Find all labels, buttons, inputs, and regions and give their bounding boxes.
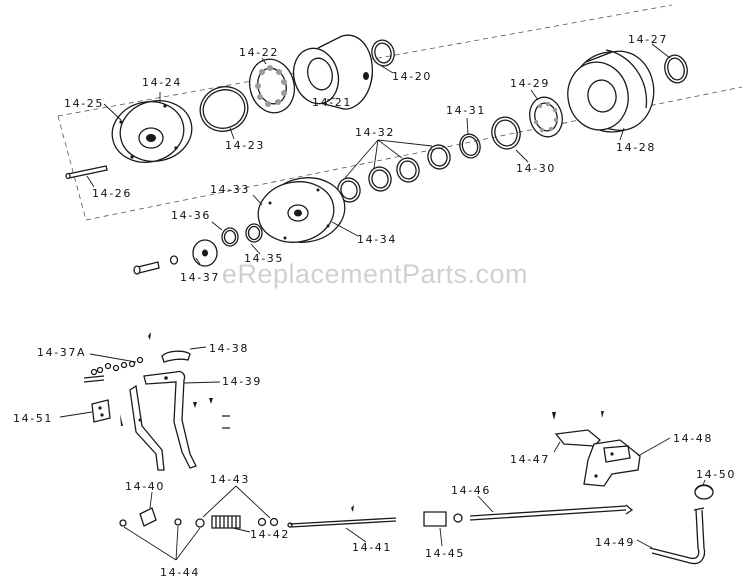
label-14-42[interactable]: 14-42 <box>250 528 290 541</box>
leader-lines <box>59 43 706 561</box>
flange-plate-14-24[interactable] <box>107 94 198 169</box>
hub-14-34[interactable] <box>253 172 350 249</box>
rod-14-46[interactable] <box>469 504 634 521</box>
label-14-49[interactable]: 14-49 <box>595 536 635 549</box>
label-14-39[interactable]: 14-39 <box>222 375 262 388</box>
label-14-35[interactable]: 14-35 <box>244 252 284 265</box>
label-14-48[interactable]: 14-48 <box>673 432 713 445</box>
part-labels: 14-20 14-21 14-22 14-23 14-24 14-25 14-2… <box>13 33 736 579</box>
rod-14-41[interactable] <box>287 505 397 528</box>
knob-14-50[interactable] <box>694 484 714 500</box>
label-14-23[interactable]: 14-23 <box>225 139 265 152</box>
label-14-26[interactable]: 14-26 <box>92 187 132 200</box>
housing-14-21[interactable] <box>288 33 380 110</box>
snap-ring-14-30[interactable] <box>488 114 523 152</box>
pins-linkage[interactable] <box>222 415 230 429</box>
label-14-37[interactable]: 14-37 <box>180 271 220 284</box>
label-14-38[interactable]: 14-38 <box>209 342 249 355</box>
label-14-21[interactable]: 14-21 <box>312 96 352 109</box>
label-14-36[interactable]: 14-36 <box>171 209 211 222</box>
label-14-45[interactable]: 14-45 <box>425 547 465 560</box>
bracket-14-51[interactable] <box>91 399 111 423</box>
label-14-47[interactable]: 14-47 <box>510 453 550 466</box>
ring-14-27[interactable] <box>662 53 690 86</box>
hardware-14-37A[interactable] <box>83 332 151 383</box>
label-14-41[interactable]: 14-41 <box>352 541 392 554</box>
pin-14-26[interactable] <box>65 165 108 180</box>
bearing-14-29[interactable] <box>525 94 566 141</box>
label-14-27[interactable]: 14-27 <box>628 33 668 46</box>
label-14-44[interactable]: 14-44 <box>160 566 200 579</box>
label-14-28[interactable]: 14-28 <box>616 141 656 154</box>
label-14-43[interactable]: 14-43 <box>210 473 250 486</box>
label-14-33[interactable]: 14-33 <box>210 183 250 196</box>
label-14-20[interactable]: 14-20 <box>392 70 432 83</box>
coupler-14-45[interactable] <box>423 511 463 527</box>
label-14-50[interactable]: 14-50 <box>696 468 736 481</box>
snap-ring-14-23[interactable] <box>194 80 254 138</box>
pulley-14-28[interactable] <box>562 45 660 140</box>
bracket-14-48[interactable] <box>583 439 641 487</box>
lever-14-49[interactable] <box>649 507 706 565</box>
label-14-40[interactable]: 14-40 <box>125 480 165 493</box>
label-14-30[interactable]: 14-30 <box>516 162 556 175</box>
bolt-14-37[interactable] <box>133 261 160 275</box>
label-14-37A[interactable]: 14-37A <box>37 346 86 359</box>
label-14-51[interactable]: 14-51 <box>13 412 53 425</box>
label-14-29[interactable]: 14-29 <box>510 77 550 90</box>
washer-14-35[interactable] <box>245 223 263 243</box>
fitting-14-40[interactable] <box>119 507 157 527</box>
label-14-25[interactable]: 14-25 <box>64 97 104 110</box>
label-14-31[interactable]: 14-31 <box>446 104 486 117</box>
label-14-22[interactable]: 14-22 <box>239 46 279 59</box>
ring-14-31[interactable] <box>457 132 483 160</box>
label-14-32[interactable]: 14-32 <box>355 126 395 139</box>
label-14-34[interactable]: 14-34 <box>357 233 397 246</box>
cup-washer-14-37[interactable] <box>169 239 218 267</box>
spring-14-42[interactable] <box>174 515 279 529</box>
arm-14-39[interactable] <box>120 370 213 471</box>
washer-14-36[interactable] <box>221 227 239 247</box>
lever-14-38[interactable] <box>161 350 191 363</box>
watermark: eReplacementParts.com <box>221 259 529 289</box>
bracket-14-47[interactable] <box>552 411 604 447</box>
ring-14-20[interactable] <box>369 38 397 69</box>
bearing-14-22[interactable] <box>244 54 300 118</box>
label-14-46[interactable]: 14-46 <box>451 484 491 497</box>
label-14-24[interactable]: 14-24 <box>142 76 182 89</box>
